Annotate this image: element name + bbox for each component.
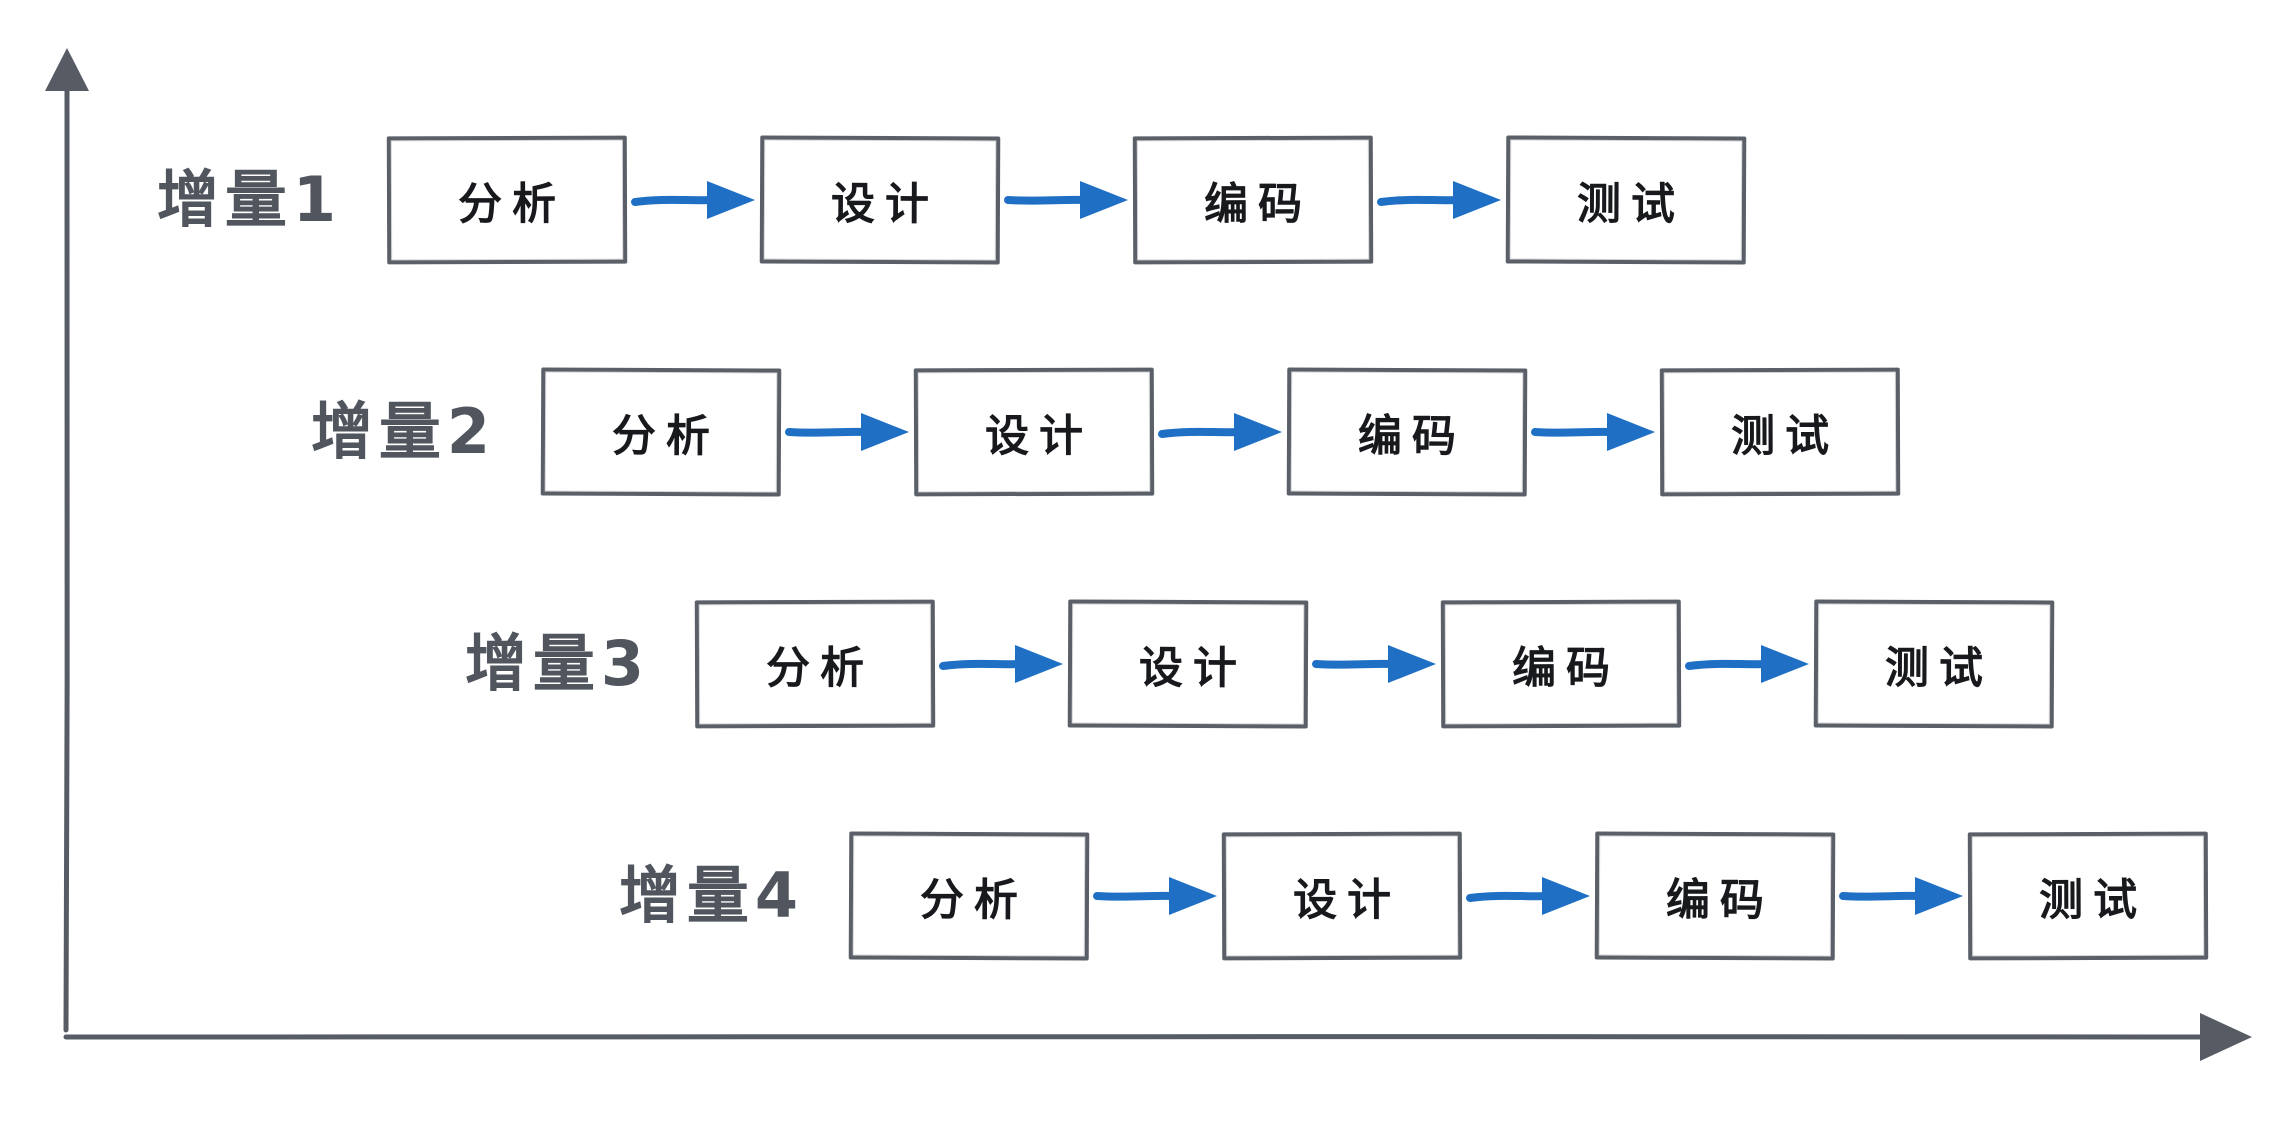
stage-text: 编码 (1665, 874, 1775, 927)
stage-box-testing: 测试 (1659, 367, 1901, 497)
x-axis-arrowhead-icon (2200, 1013, 2252, 1061)
stage-box-testing: 测试 (1813, 599, 2055, 729)
flow-arrow-icon (1466, 877, 1590, 915)
stage-text: 编码 (1357, 410, 1467, 463)
stage-box-coding: 编码 (1594, 831, 1836, 961)
flow-arrow-icon (1531, 413, 1655, 451)
flow-arrow-icon (1093, 877, 1217, 915)
stage-box-testing: 测试 (1967, 831, 2209, 961)
flow-arrow-icon (939, 645, 1063, 683)
stage-text: 测试 (1730, 410, 1840, 463)
flow-arrow-icon (1377, 181, 1501, 219)
x-axis (63, 1013, 2252, 1061)
stage-text: 设计 (1138, 642, 1248, 695)
flow-arrow-icon (1839, 877, 1963, 915)
stage-box-analysis: 分析 (848, 831, 1090, 961)
stage-text: 编码 (1511, 642, 1621, 695)
stage-text: 设计 (1292, 874, 1402, 927)
flow-arrow-icon (785, 413, 909, 451)
flow-arrow-icon (1312, 645, 1436, 683)
stage-box-testing: 测试 (1505, 135, 1747, 265)
flow-arrow-icon (631, 181, 755, 219)
stage-text: 分析 (611, 410, 721, 463)
stage-box-analysis: 分析 (694, 599, 936, 729)
stage-box-analysis: 分析 (386, 135, 628, 265)
stage-box-coding: 编码 (1132, 135, 1374, 265)
stage-box-design: 设计 (913, 367, 1155, 497)
stage-text: 分析 (919, 874, 1029, 927)
stage-text: 设计 (984, 410, 1094, 463)
row-label-increment-3: 增量3 (464, 627, 650, 700)
stage-text: 设计 (830, 178, 940, 231)
stage-text: 测试 (2038, 874, 2148, 927)
row-label-increment-2: 增量2 (310, 395, 496, 468)
flow-arrow-icon (1158, 413, 1282, 451)
stage-box-design: 设计 (1221, 831, 1463, 961)
stage-text: 分析 (765, 642, 875, 695)
y-axis-arrowhead-icon (45, 48, 89, 91)
stage-box-design: 设计 (1067, 599, 1309, 729)
stage-box-design: 设计 (759, 135, 1001, 265)
row-label-increment-1: 增量1 (156, 163, 342, 236)
stage-box-analysis: 分析 (540, 367, 782, 497)
row-label-increment-4: 增量4 (618, 859, 804, 932)
stage-text: 测试 (1884, 642, 1994, 695)
stage-box-coding: 编码 (1286, 367, 1528, 497)
y-axis (45, 48, 89, 1033)
stage-text: 分析 (457, 178, 567, 231)
flow-arrow-icon (1685, 645, 1809, 683)
flow-arrow-icon (1004, 181, 1128, 219)
stage-text: 测试 (1576, 178, 1686, 231)
stage-box-coding: 编码 (1440, 599, 1682, 729)
stage-text: 编码 (1203, 178, 1313, 231)
